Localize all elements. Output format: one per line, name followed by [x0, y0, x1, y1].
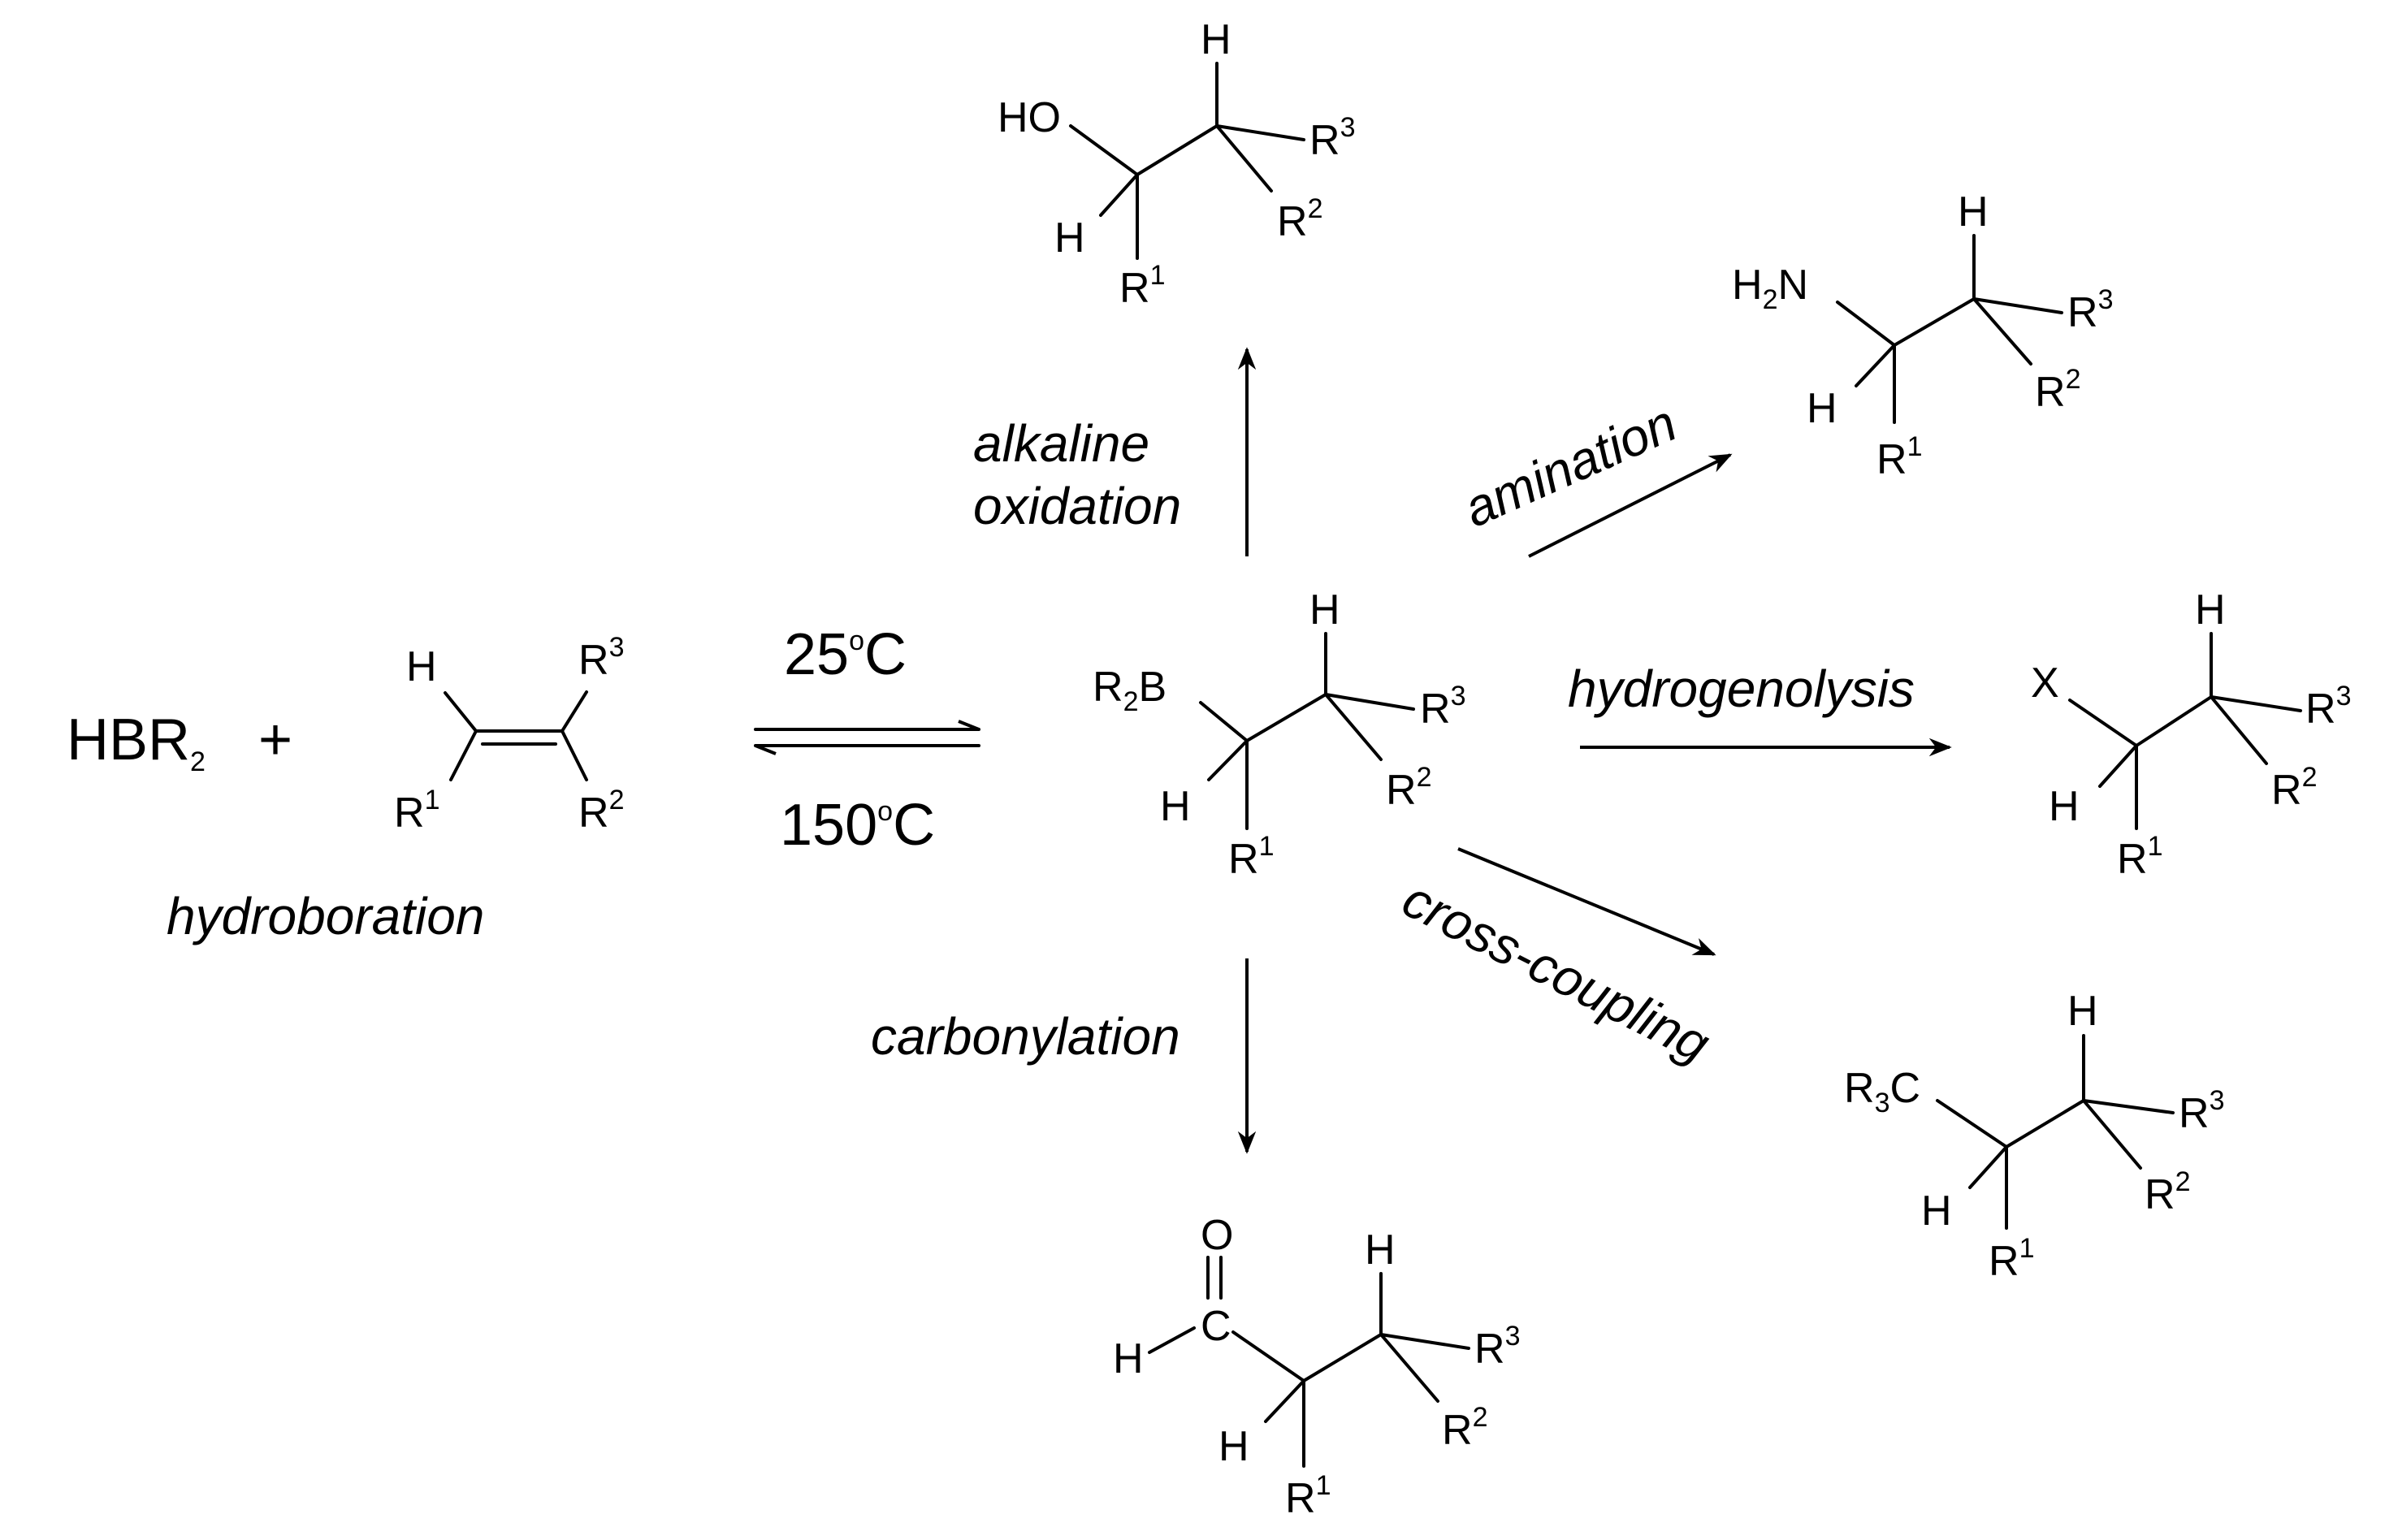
- svg-text:H: H: [1113, 1335, 1144, 1382]
- svg-text:H: H: [1160, 783, 1191, 830]
- svg-text:H: H: [2049, 783, 2080, 830]
- amine-product: H2N H R3 R2 H R1: [1732, 188, 2113, 483]
- equilibrium-arrows: 25oC 150oC: [754, 622, 980, 858]
- alkene-structure: H R3 R1 R2: [394, 632, 624, 837]
- aldehyde-product: O C H H R3 R2 H R1: [1113, 1212, 1520, 1522]
- svg-text:R1: R1: [1285, 1470, 1331, 1522]
- svg-text:H: H: [406, 643, 437, 690]
- reagent-hbr2: HBR2: [67, 707, 206, 777]
- svg-text:H: H: [1201, 16, 1231, 63]
- svg-text:R2: R2: [578, 785, 624, 837]
- svg-text:R2: R2: [1386, 762, 1431, 814]
- svg-text:R2: R2: [2145, 1166, 2190, 1218]
- cross-coupling-label: cross-coupling: [1394, 869, 1720, 1074]
- svg-text:H: H: [1807, 385, 1837, 432]
- svg-text:R2B: R2B: [1093, 664, 1167, 717]
- svg-text:O: O: [1201, 1212, 1233, 1259]
- svg-text:HBR2: HBR2: [67, 707, 206, 777]
- carbonylation-label: carbonylation: [871, 1007, 1180, 1066]
- svg-text:R1: R1: [1989, 1233, 2034, 1285]
- svg-text:R3: R3: [2067, 284, 2113, 336]
- arrow-amination: [1528, 453, 1733, 558]
- svg-text:R2: R2: [1442, 1402, 1487, 1454]
- svg-text:R3: R3: [2305, 681, 2351, 733]
- svg-text:H: H: [1054, 214, 1085, 262]
- organoborane-structure: R2B H R3 R2 H R1: [1093, 586, 1465, 883]
- svg-text:R1: R1: [1119, 260, 1165, 312]
- svg-text:R3: R3: [1309, 112, 1355, 164]
- svg-text:R1: R1: [1876, 431, 1922, 483]
- svg-text:R3: R3: [578, 632, 624, 684]
- svg-text:R1: R1: [2117, 831, 2162, 883]
- svg-text:H: H: [1365, 1226, 1396, 1274]
- svg-text:H: H: [2067, 988, 2098, 1035]
- svg-text:R2: R2: [2035, 364, 2080, 416]
- svg-text:R3: R3: [1474, 1321, 1520, 1373]
- oxidation-label: oxidation: [973, 477, 1181, 535]
- svg-text:H2N: H2N: [1732, 262, 1808, 315]
- svg-text:R3: R3: [1420, 681, 1465, 733]
- svg-text:25oC: 25oC: [784, 622, 907, 687]
- svg-text:150oC: 150oC: [780, 793, 935, 858]
- svg-text:H: H: [2195, 586, 2226, 634]
- hydrogenolysis-label: hydrogenolysis: [1568, 660, 1915, 718]
- svg-text:H: H: [1309, 586, 1340, 634]
- alcohol-product: HO H R3 R2 H R1: [998, 16, 1355, 312]
- svg-text:R1: R1: [1228, 831, 1274, 883]
- svg-text:X: X: [2031, 660, 2059, 707]
- svg-text:R2: R2: [2271, 762, 2317, 814]
- hydroboration-label: hydroboration: [167, 887, 484, 945]
- plus-sign: +: [258, 707, 292, 772]
- amination-label: amination: [1455, 393, 1685, 539]
- svg-text:R3: R3: [2179, 1085, 2224, 1137]
- svg-text:R3C: R3C: [1844, 1065, 1920, 1118]
- svg-text:C: C: [1201, 1303, 1231, 1350]
- svg-text:R2: R2: [1277, 193, 1322, 245]
- alkaline-label: alkaline: [973, 414, 1149, 473]
- svg-text:H: H: [1218, 1423, 1249, 1470]
- alkylated-product: R3C H R3 R2 H R1: [1844, 988, 2224, 1285]
- svg-text:R1: R1: [394, 785, 439, 837]
- halide-product: X H R3 R2 H R1: [2031, 586, 2351, 883]
- svg-text:H: H: [1921, 1187, 1952, 1235]
- arrow-cross-coupling: [1457, 847, 1716, 956]
- svg-text:H: H: [1958, 188, 1989, 236]
- svg-text:HO: HO: [998, 94, 1061, 141]
